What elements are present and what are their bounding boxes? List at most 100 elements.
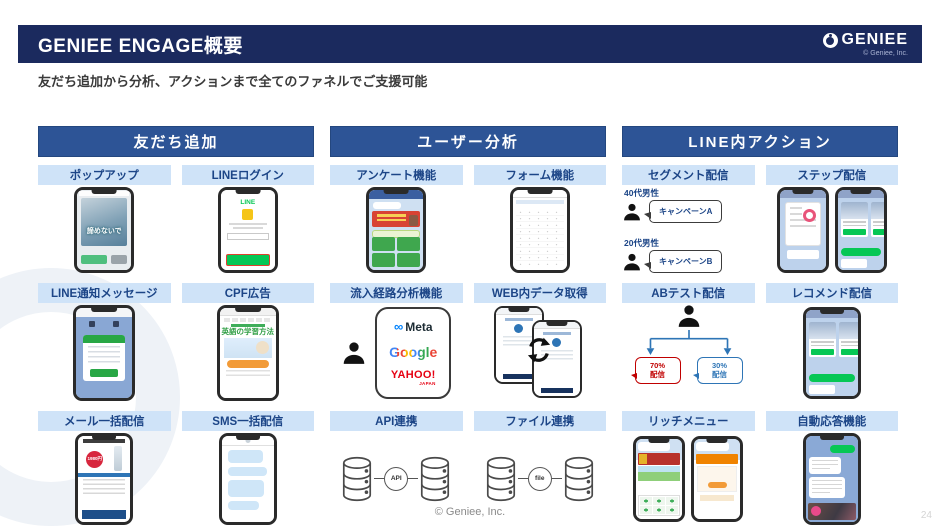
column-header-line-actions: LINE内アクション — [622, 126, 898, 157]
popup-accept-button — [81, 255, 108, 264]
rich-menu-grid — [638, 494, 681, 516]
label-popup: ポップアップ — [38, 165, 171, 185]
yahoo-logo: YAHOO! JAPAN — [391, 370, 436, 387]
footer-copyright: © Geniee, Inc. — [434, 506, 506, 518]
column-line-actions: LINE内アクション セグメント配信 ステップ配信 40代男性 — [622, 126, 898, 526]
auto-reply-phone-mockup — [802, 432, 861, 525]
ab-bubble-30: 30% 配信 — [692, 357, 743, 384]
segment-delivery-graphic: 40代男性 キャンペーンA 20代男性 — [622, 185, 755, 275]
segment-label: 20代男性 — [624, 238, 659, 248]
cpf-ad-screen: 英語の学習方法 — [219, 308, 276, 398]
survey-choice-grid — [372, 237, 421, 267]
campaign-banner — [638, 452, 681, 465]
branch-arrows — [646, 330, 731, 356]
rich-menu-screen-2 — [694, 438, 741, 519]
step-phone-2 — [835, 187, 887, 273]
geniee-logo-text: GENIEE — [841, 31, 908, 48]
label-rich-menu: リッチメニュー — [622, 411, 755, 431]
label-form: フォーム機能 — [473, 165, 606, 185]
feature-columns: 友だち追加 ポップアップ LINEログイン 諦めないで — [38, 126, 898, 526]
login-input — [226, 233, 269, 240]
label-sms-bulk: SMS一括配信 — [181, 411, 314, 431]
label-cpf-ad: CPF広告 — [181, 283, 314, 303]
label-segment-delivery: セグメント配信 — [622, 165, 755, 185]
step-screen-2 — [838, 190, 884, 270]
database-icon — [421, 456, 450, 501]
meta-icon: ∞ — [393, 319, 404, 335]
ab-bubble-70: 70% 配信 — [630, 357, 681, 384]
form-phone-mockup — [509, 187, 570, 273]
user-icon — [624, 253, 640, 270]
recommend-phone-mockup — [803, 307, 861, 399]
popup-screen: 諦めないで — [77, 190, 132, 270]
popup-phone-mockup: 諦めないで — [74, 187, 135, 273]
illustration — [638, 465, 681, 481]
survey-banner — [372, 211, 421, 227]
rich-menu-phone-1 — [633, 435, 686, 522]
cpf-cta-button — [226, 359, 269, 368]
notify-screen — [76, 308, 133, 398]
cpf-illustration — [223, 337, 272, 358]
form-data-table — [515, 209, 564, 266]
logo-copyright: © Geniee, Inc. — [863, 50, 908, 57]
mail-screen: 1980円 — [78, 435, 131, 522]
line-login-screen: LINE — [220, 190, 275, 270]
offer-card — [697, 465, 738, 492]
mail-phone-mockup: 1980円 — [75, 432, 134, 525]
traffic-sources-graphic: ∞ Meta Google YAHOO! JAPAN — [341, 307, 452, 399]
ab-test-graphic: 70% 配信 30% 配信 — [622, 303, 755, 403]
user-icon — [343, 342, 365, 364]
product-image — [114, 445, 123, 471]
sms-screen — [221, 435, 274, 522]
notify-action-button — [90, 369, 119, 377]
login-button — [225, 254, 270, 266]
web-data-sync-graphic — [488, 306, 592, 400]
cpf-ad-phone-mockup: 英語の学習方法 — [216, 305, 279, 401]
page-number: 24 — [920, 510, 932, 521]
meta-logo-text: Meta — [405, 319, 433, 334]
rich-message-image — [807, 502, 856, 520]
label-web-data: WEB内データ取得 — [473, 283, 606, 303]
column-header-user-analysis: ユーザー分析 — [330, 126, 606, 157]
mail-footer-banner — [82, 509, 127, 519]
campaign-banner — [696, 453, 739, 464]
auto-reply-screen — [805, 435, 858, 522]
subtitle: 友だち追加から分析、アクションまで全てのファネルでご支援可能 — [38, 74, 428, 89]
price-badge: 1980円 — [86, 450, 104, 468]
line-login-phone-mockup: LINE — [217, 187, 278, 273]
step-screen-1 — [780, 190, 826, 270]
geniee-logo: GENIEE © Geniee, Inc. — [822, 31, 908, 57]
score-ring — [803, 209, 816, 222]
carousel-card — [839, 322, 858, 357]
popup-hero-image — [81, 198, 128, 246]
file-node: file — [527, 466, 552, 491]
label-auto-reply: 自動応答機能 — [765, 411, 898, 431]
page-title: GENIEE ENGAGE概要 — [38, 35, 243, 57]
recommend-screen — [806, 310, 858, 396]
survey-phone-mockup — [366, 187, 427, 273]
bot-reply-bubble — [808, 476, 845, 498]
ad-platforms-box: ∞ Meta Google YAHOO! JAPAN — [375, 307, 452, 399]
label-traffic-analysis: 流入経路分析機能 — [330, 283, 463, 303]
api-connector-graphic: API — [340, 456, 452, 502]
popup-headline: 諦めないで — [86, 228, 122, 235]
genie-mark-icon — [822, 32, 838, 48]
header-bar: GENIEE ENGAGE概要 GENIEE © Geniee, Inc. — [18, 25, 922, 63]
segment-group-20s: 20代男性 キャンペーンB — [622, 237, 755, 273]
notify-phone-mockup — [73, 305, 136, 401]
label-survey: アンケート機能 — [330, 165, 463, 185]
campaign-bubble: キャンペーンA — [643, 200, 723, 223]
label-line-notify: LINE通知メッセージ — [38, 283, 171, 303]
google-logo-text: Google — [389, 344, 438, 361]
green-button — [809, 374, 855, 382]
survey-screen — [369, 190, 424, 270]
column-header-friend-add: 友だち追加 — [38, 126, 314, 157]
segment-label: 40代男性 — [624, 188, 659, 198]
sms-phone-mockup — [218, 432, 277, 525]
bot-reply-bubble — [808, 456, 841, 474]
notify-message-card — [83, 335, 126, 381]
database-icon — [564, 456, 593, 501]
user-icon — [624, 203, 640, 220]
campaign-bubble: キャンペーンB — [643, 250, 723, 273]
api-node: API — [384, 466, 409, 491]
